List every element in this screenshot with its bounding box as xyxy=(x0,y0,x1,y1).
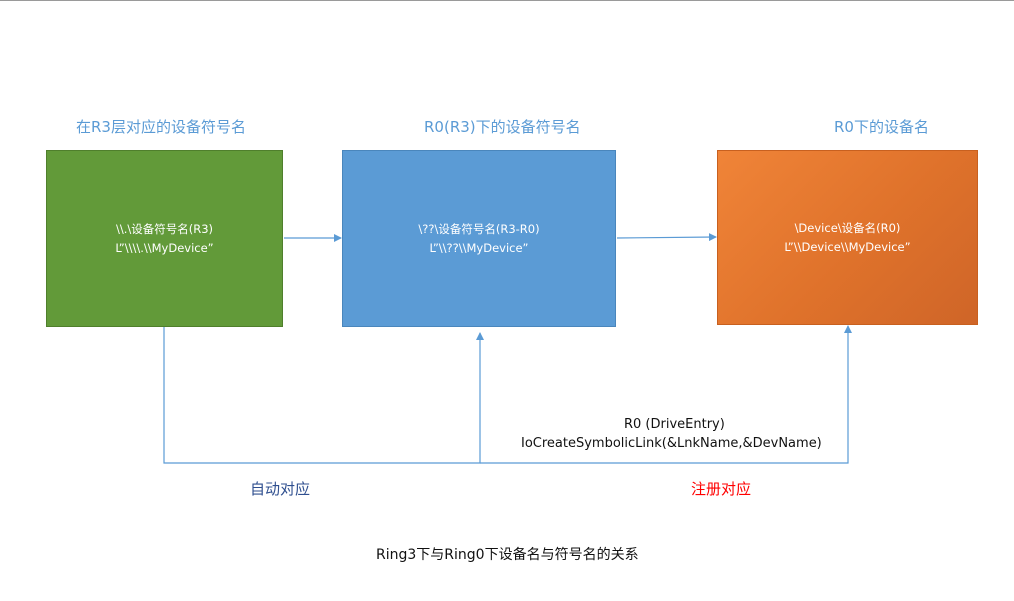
register-link-path xyxy=(480,325,852,464)
drive-entry-label: R0 (DriveEntry) xyxy=(624,417,725,432)
r3-box-line2: L”\\\\.\\MyDevice” xyxy=(115,240,214,255)
diagram-caption: Ring3下与Ring0下设备名与符号名的关系 xyxy=(376,547,639,563)
auto-link-path xyxy=(163,327,484,464)
top-border xyxy=(0,0,1014,1)
title-r0-r3-symbolic-name: R0(R3)下的设备符号名 xyxy=(424,118,581,136)
r0r3-box-line1: \??\设备符号名(R3-R0) xyxy=(418,221,540,236)
r3-symbolic-name-box: \\.\设备符号名(R3) L”\\\\.\\MyDevice” xyxy=(46,150,283,327)
auto-mapping-label: 自动对应 xyxy=(250,480,311,498)
register-mapping-label: 注册对应 xyxy=(691,480,752,498)
r0r3-box-line2: L”\\??\\MyDevice” xyxy=(429,240,529,255)
io-create-symbolic-link-label: IoCreateSymbolicLink(&LnkName,&DevName) xyxy=(521,436,822,451)
arrow-blue-to-orange xyxy=(616,233,717,242)
r3-box-line1: \\.\设备符号名(R3) xyxy=(115,221,214,236)
r0-box-line2: L”\\Device\\MyDevice” xyxy=(784,239,911,254)
r0-r3-symbolic-name-box: \??\设备符号名(R3-R0) L”\\??\\MyDevice” xyxy=(342,150,616,327)
r0-box-line1: \Device\设备名(R0) xyxy=(794,220,901,235)
title-r0-device-name: R0下的设备名 xyxy=(834,118,929,136)
r0-device-name-box: \Device\设备名(R0) L”\\Device\\MyDevice” xyxy=(717,150,978,325)
title-r3-symbolic-name: 在R3层对应的设备符号名 xyxy=(76,118,246,136)
